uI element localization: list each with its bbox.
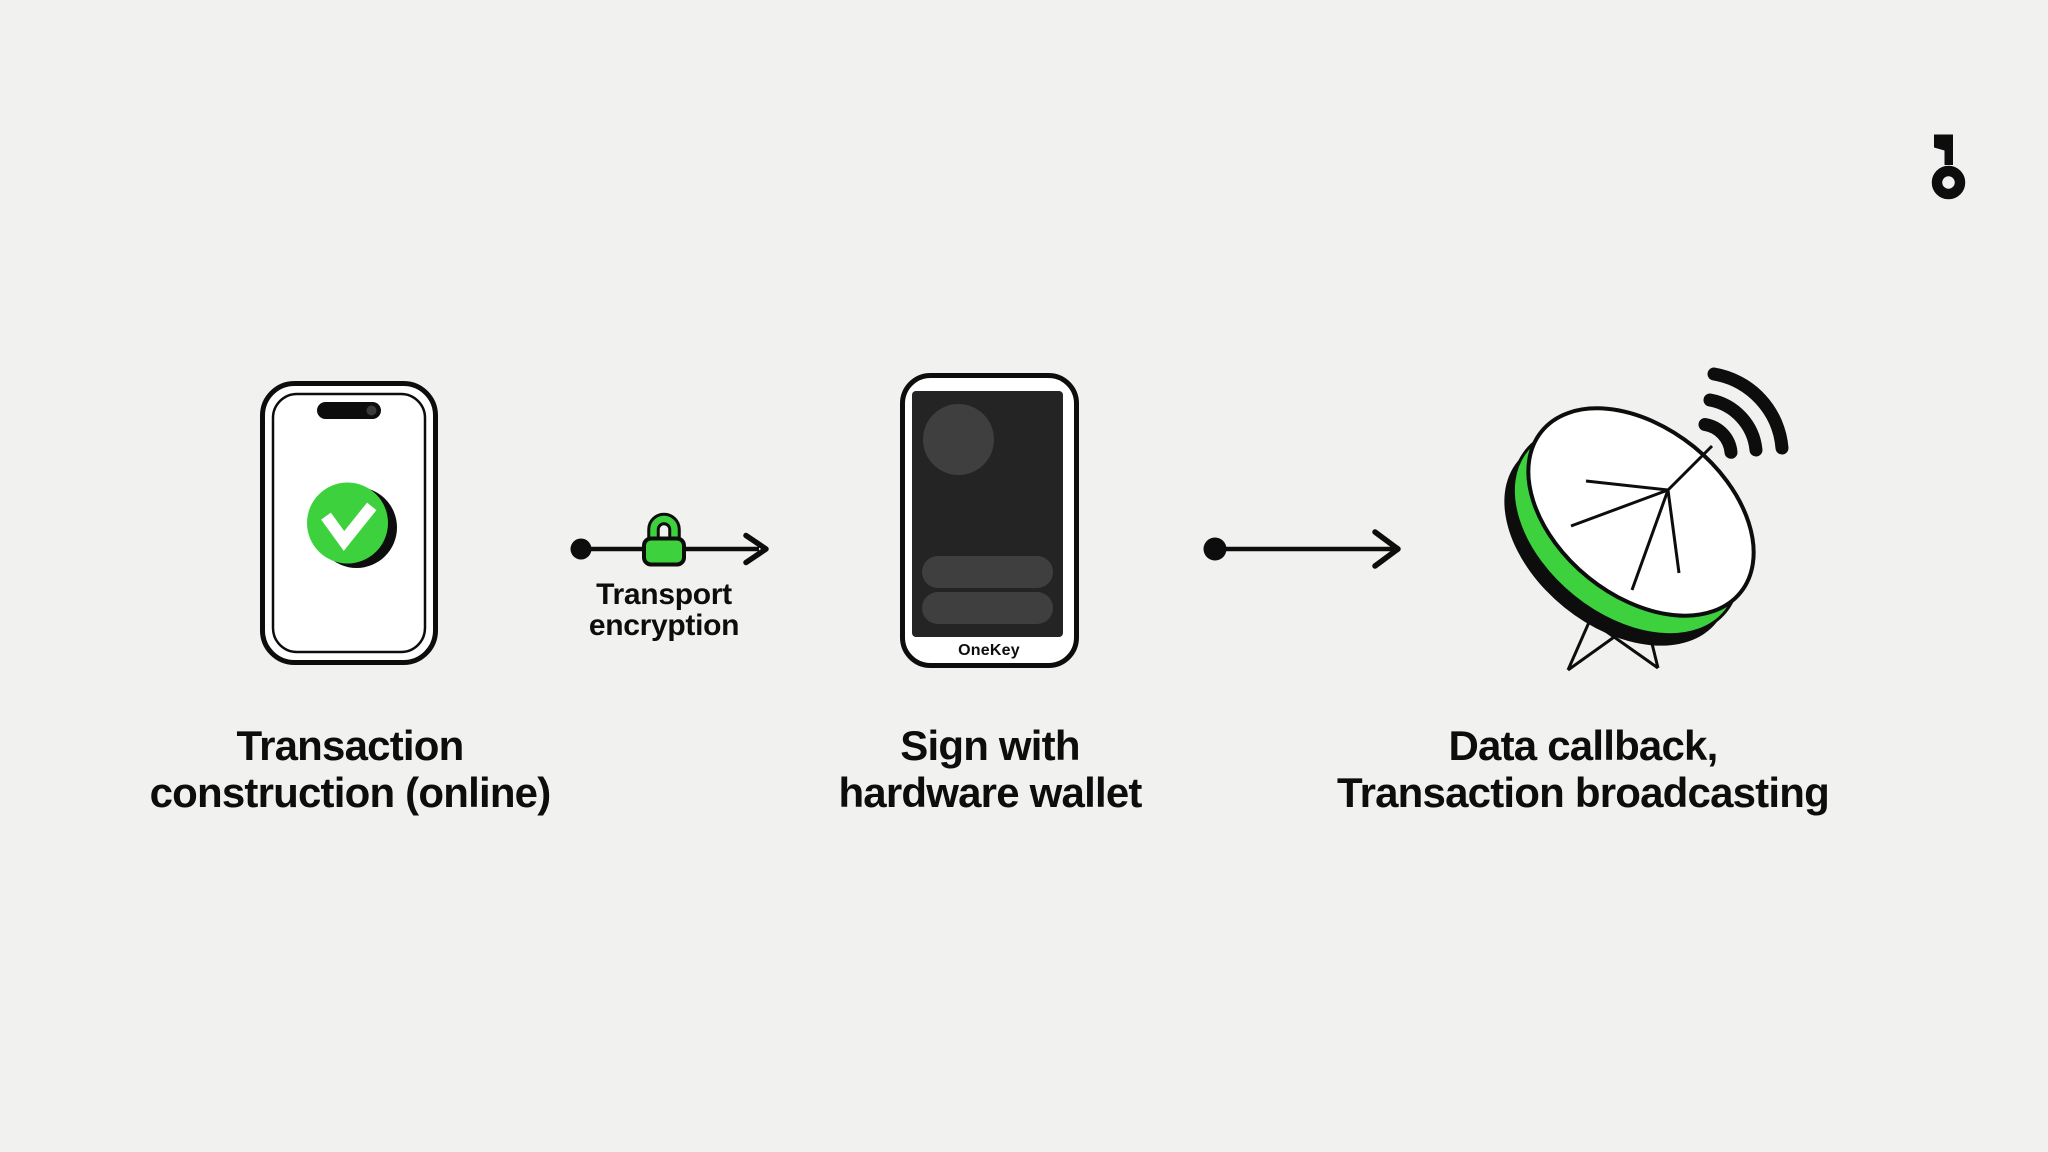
device-brand-text: OneKey <box>958 642 1020 659</box>
step-label-3: Data callback, Transaction broadcasting <box>1323 722 1843 816</box>
step-1-label-line-1: Transaction <box>236 722 465 769</box>
transport-encryption-label: Transport encryption <box>504 579 824 641</box>
phone-inner-frame <box>271 392 427 654</box>
onekey-logo-icon <box>1931 134 1966 200</box>
padlock-body <box>642 536 686 567</box>
satellite-dish-icon <box>1504 367 1789 672</box>
padlock-shackle <box>650 515 678 543</box>
phone-camera-dot <box>366 405 377 416</box>
screen-row-pill-2 <box>922 592 1053 624</box>
step-3-label-line-2: Transaction broadcasting <box>1337 769 1830 816</box>
step-label-1: Transaction construction (online) <box>100 722 600 816</box>
logo-ring <box>1931 165 1966 200</box>
caption-line-1: Transport <box>596 578 732 611</box>
broadcast-arrow <box>1203 529 1401 569</box>
step-1-label-line-2: construction (online) <box>149 769 552 816</box>
screen-row-pill-1 <box>922 556 1053 588</box>
step-label-2: Sign with hardware wallet <box>740 722 1240 816</box>
arrow-head <box>1372 529 1401 569</box>
transport-encryption-arrow <box>570 512 769 567</box>
caption-line-2: encryption <box>588 609 740 642</box>
dish-feed-struts <box>1570 444 1714 591</box>
hardware-wallet-icon: OneKey <box>900 373 1079 668</box>
check-circle <box>307 482 388 564</box>
logo-numeral-one <box>1934 134 1953 165</box>
check-mark-icon <box>321 502 377 551</box>
screen-avatar-circle <box>923 404 994 475</box>
step-2-label-line-2: hardware wallet <box>838 769 1142 816</box>
step-3-label-line-1: Data callback, <box>1448 722 1719 769</box>
step-2-label-line-1: Sign with <box>900 722 1080 769</box>
phone-notch-pill <box>317 402 381 419</box>
arrow-head <box>743 532 769 566</box>
signal-waves-icon <box>1698 367 1789 459</box>
smartphone-check-icon <box>260 381 438 665</box>
